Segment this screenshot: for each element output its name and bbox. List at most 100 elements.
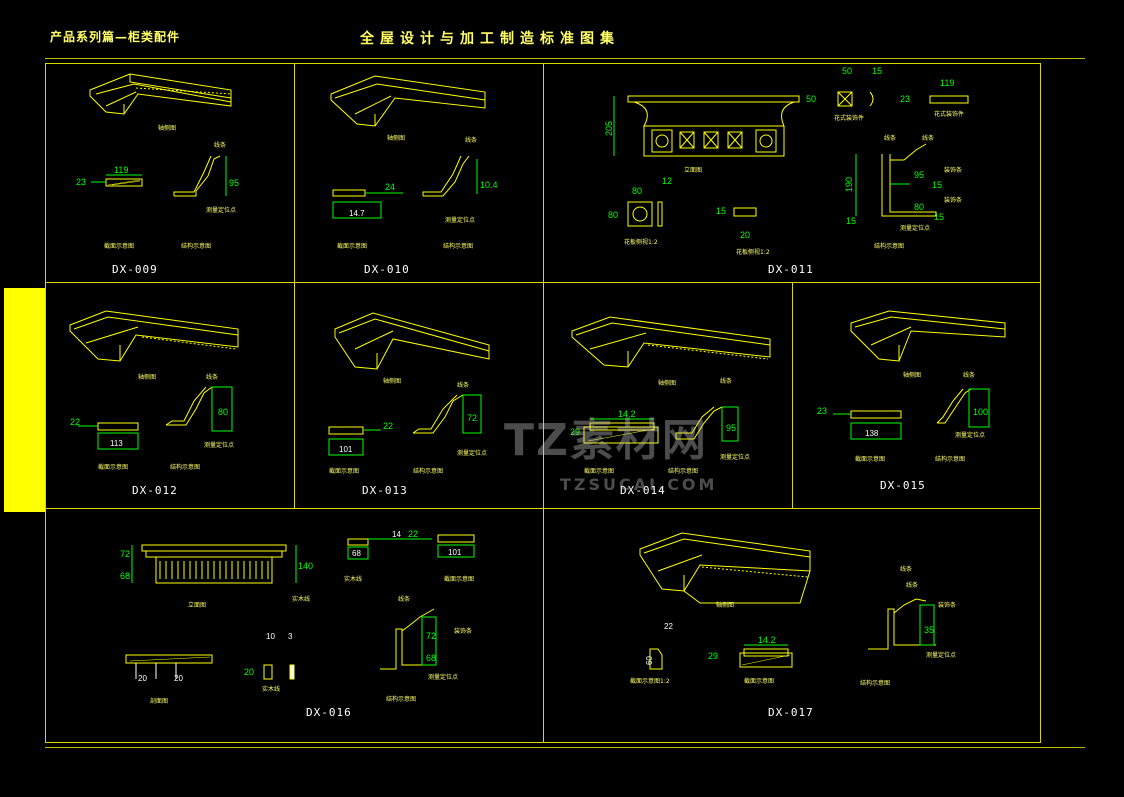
isometric-view [69,310,239,362]
label-section-half: 截面示意图1:2 [630,677,670,685]
dim-ornament-w: 50 [842,66,852,76]
dim-profile-height: 10.4 [480,180,498,190]
panel-dx-011: 205 立面图 50 50 15 花式装饰件 119 23 花式装饰件 80 8… [604,66,969,256]
label-trim-a: 装饰条 [944,166,962,174]
label-structure: 结构示意图 [860,679,890,687]
label-wood-trim-2: 实木线 [262,685,280,693]
label-wood-section: 实木线 [344,575,362,583]
isometric-view [89,73,232,115]
label-line: 线条 [720,377,732,385]
label-measure-point: 测量定位点 [206,206,236,214]
dim-width: 14.2 [758,635,776,645]
label-structure: 结构示意图 [386,695,416,703]
label-isometric: 轴侧图 [158,124,176,132]
dim-gap: 14 [392,530,401,539]
structure-diagram [165,386,233,432]
label-measure-point: 测量定位点 [457,449,487,457]
dim-elevation-height: 205 [604,121,614,136]
elevation-view [627,95,800,157]
label-trim-a: 装饰条 [454,627,472,635]
dim-profile-height: 95 [229,178,239,188]
label-trim-b: 装饰条 [944,196,962,204]
label-measure-point: 测量定位点 [900,224,930,232]
dim-structure-lower: 68 [426,653,436,663]
label-line: 线条 [963,371,975,379]
label-line: 线条 [465,136,477,144]
label-line-a: 线条 [884,134,896,142]
label-isometric: 轴侧图 [387,134,405,142]
section-strip [125,654,213,664]
structure-diagram [173,155,227,197]
label-ornament-2: 花式装饰件 [934,110,964,118]
dim-ornament-h: 50 [806,94,816,104]
label-measure-point: 测量定位点 [204,441,234,449]
dim-structure-c: 80 [914,202,924,212]
label-isometric: 轴侧图 [903,371,921,379]
structure-diagram [936,388,990,428]
label-measure-point: 测量定位点 [720,453,750,461]
label-trim: 装饰条 [938,601,956,609]
dim-structure-b: 15 [932,180,942,190]
dim-thickness: 24 [385,182,395,192]
dim-profile-height: 72 [467,413,477,423]
structure-diagram [412,394,482,434]
label-section-a: 截面示意图 [444,575,474,583]
watermark-brand: TZ素材网 [504,415,708,466]
isometric-view [330,75,486,127]
label-section: 截面示意图 [329,467,359,475]
dim-panel-h: 80 [608,210,618,220]
panel-dx-010: 轴侧图 24 14.7 10.4 线条 测量定位点 截面示意图 结构示意图 [330,75,498,250]
structure-diagram [422,155,478,197]
dim-small-h: 60 [645,656,654,665]
label-section-view: 剖面图 [150,697,168,705]
label-isometric: 轴侧图 [658,379,676,387]
label-line-a: 线条 [900,565,912,573]
panel-code-dx-011: DX-011 [768,263,814,276]
label-structure: 结构示意图 [668,467,698,475]
dim-height: 22 [70,417,80,427]
dim-height: 23 [817,406,827,416]
grid-divider [45,508,1041,509]
dim-gap-b: 20 [174,674,183,683]
dim-profile-height: 95 [726,423,736,433]
panel-dx-009: 轴侧图 119 23 95 线条 测量定位点 截面示意图 结构示意图 [76,73,239,250]
dim-width: 14.2 [618,409,636,419]
grid-divider [45,282,1041,283]
dim-right-w: 101 [448,548,462,557]
label-measure-point: 测量定位点 [428,673,458,681]
panel-code-dx-014: DX-014 [620,484,666,497]
label-section: 截面示意图 [584,467,614,475]
panel-dx-015: 轴侧图 23 138 100 线条 测量定位点 截面示意图 结构示意图 [817,310,1006,463]
label-line: 线条 [206,373,218,381]
section-diagram: 24 14.7 [332,182,403,219]
dim-structure-e: 15 [846,216,856,226]
isometric-view [850,310,1006,362]
dim-upper-h: 72 [120,549,130,559]
dim-right-h: 22 [408,529,418,539]
label-structure: 结构示意图 [443,242,473,250]
dim-height: 29 [570,427,580,437]
label-section: 截面示意图 [337,242,367,250]
label-structure: 结构示意图 [874,242,904,250]
label-line: 线条 [214,141,226,149]
label-structure: 结构示意图 [170,463,200,471]
label-line-b: 线条 [922,134,934,142]
dim-strip-h: 15 [716,206,726,216]
label-elevation: 立面图 [684,166,702,174]
dim-width: 14.7 [349,209,365,218]
label-section: 截面示意图 [744,677,774,685]
label-ornament: 花式装饰件 [834,114,864,122]
label-line: 线条 [398,595,410,603]
elevation-view [141,544,287,584]
isometric-view [334,312,490,370]
label-isometric: 轴侧图 [138,373,156,381]
dim-height: 23 [76,177,86,187]
structure-diagram [881,143,937,217]
label-strip: 花板侧视1:2 [736,248,770,256]
label-structure: 结构示意图 [413,467,443,475]
dim-trim-w: 10 [266,632,275,641]
panel-code-dx-016: DX-016 [306,706,352,719]
panel-code-dx-012: DX-012 [132,484,178,497]
dim-total-h: 140 [298,561,313,571]
frame-bottom-rule [45,747,1085,748]
